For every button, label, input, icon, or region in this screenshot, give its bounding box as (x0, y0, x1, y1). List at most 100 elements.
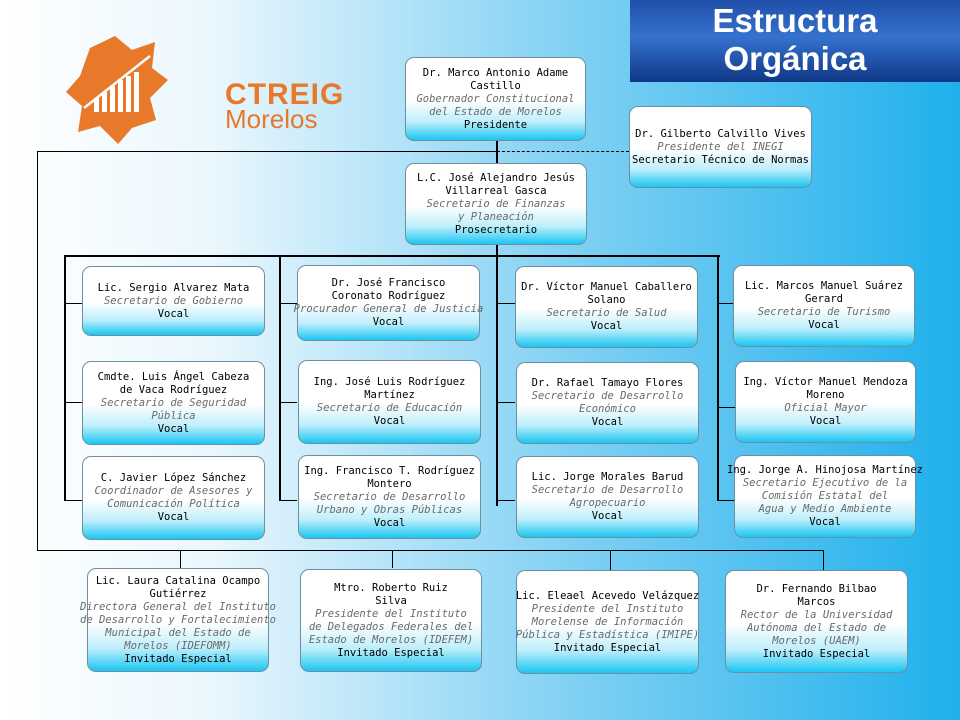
connector-line (279, 303, 297, 304)
member-role: Gobernador Constitucional (416, 92, 575, 105)
morelos-map-icon (66, 36, 168, 144)
connector-line (64, 255, 720, 257)
member-name: Martínez (364, 389, 415, 401)
member-role: Agua y Medio Ambiente (758, 503, 892, 515)
member-position: Vocal (808, 319, 840, 331)
member-role: Morelos (UAEM) (772, 634, 861, 647)
member-role: Pública y Estadística (IMIPE) (515, 628, 700, 641)
connector-line (497, 402, 515, 403)
connector-line (180, 550, 181, 568)
member-name: Lic. Sergio Alvarez Mata (97, 281, 250, 294)
connector-line (64, 500, 82, 501)
connector-line-dashed (497, 151, 629, 152)
connector-line (497, 500, 515, 501)
member-role: Urbano y Obras Públicas (316, 503, 463, 516)
member-position: Vocal (157, 511, 190, 523)
member-role: Pública (151, 409, 196, 422)
member-role: Secretario de Desarrollo (531, 484, 684, 496)
member-role: Directora General del Instituto (80, 600, 276, 613)
member-name: Gerard (805, 293, 843, 305)
member-role: del Estado de Morelos (429, 105, 562, 118)
member-name: Castillo (470, 79, 521, 92)
logo-text-ctreig: CTREIG (225, 78, 345, 111)
member-name: Dr. Víctor Manuel Caballero (521, 281, 692, 293)
connector-line (37, 151, 496, 152)
member-role: Municipal del Estado de (105, 626, 251, 639)
connector-line (37, 550, 824, 551)
member-position: Vocal (809, 415, 842, 427)
member-position: Invitado Especial (337, 646, 445, 659)
member-name: Ing. Víctor Manuel Mendoza (743, 376, 908, 388)
member-name: Dr. Fernando Bilbao (756, 582, 877, 595)
member-position: Vocal (590, 320, 623, 332)
member-position: Vocal (591, 416, 624, 428)
member-position: Secretario Técnico de Normas (632, 153, 810, 166)
connector-line (37, 151, 38, 551)
member-name: Silva (375, 594, 407, 607)
member-name: Dr. José Francisco (331, 277, 446, 289)
member-role: Comunicación Política (107, 498, 240, 510)
member-name: C. Javier López Sánchez (100, 472, 247, 484)
member-name: Cmdte. Luis Ángel Cabeza (97, 370, 250, 383)
connector-line (64, 255, 66, 501)
member-role: Presidente del INEGI (657, 140, 784, 153)
member-name: Lic. Jorge Morales Barud (531, 471, 684, 483)
connector-line (717, 303, 735, 304)
member-name: Mtro. Roberto Ruiz (334, 581, 448, 594)
member-position: Invitado Especial (762, 647, 871, 660)
connector-line (392, 550, 393, 568)
member-name: Ing. Francisco T. Rodríguez (304, 464, 475, 477)
connector-line (64, 303, 82, 304)
member-role: Morelense de Información (531, 615, 684, 628)
member-name: Dr. Marco Antonio Adame (422, 66, 569, 79)
member-role: Coordinador de Asesores y (94, 485, 253, 497)
member-role: Agropecuario (569, 497, 646, 509)
member-name: Ing. José Luis Rodríguez (313, 376, 466, 388)
member-name: de Vaca Rodríguez (119, 383, 228, 396)
member-role: Morelos (IDEFOMM) (124, 639, 232, 652)
member-role: de Delegados Federales del (308, 620, 474, 633)
member-position: Vocal (591, 510, 624, 522)
member-role: Autónoma del Estado de (746, 621, 887, 634)
member-position: Vocal (157, 422, 190, 435)
member-position: Vocal (157, 307, 190, 320)
connector-line (279, 402, 297, 403)
member-role: Presidente del Instituto (315, 607, 467, 620)
member-role: Secretario de Educación (316, 402, 463, 414)
member-name: Dr. Gilberto Calvillo Vives (635, 127, 806, 140)
member-role: Rector de la Universidad (740, 608, 893, 621)
connector-line (64, 402, 82, 403)
member-name: Gutiérrez (149, 587, 207, 600)
member-position: Vocal (372, 316, 405, 328)
member-role: Presidente del Instituto (531, 602, 684, 615)
member-name: Moreno (806, 389, 845, 401)
member-position: Prosecretario (454, 223, 538, 236)
logo-text-morelos: Morelos (225, 104, 318, 134)
title-banner: Estructura Orgánica (630, 0, 960, 82)
member-name: Lic. Marcos Manuel Suárez (744, 280, 904, 292)
member-name: Solano (587, 294, 626, 306)
member-name: Dr. Rafael Tamayo Flores (531, 377, 684, 389)
member-role: Comisión Estatal del (761, 490, 889, 502)
member-position: Vocal (809, 516, 841, 528)
member-role: Económico (579, 403, 636, 415)
member-name: Ing. Jorge A. Hinojosa Martínez (727, 464, 923, 476)
member-position: Presidente (463, 118, 528, 131)
member-role: de Desarrollo y Fortalecimiento (80, 613, 276, 626)
member-role: Oficial Mayor (784, 402, 867, 414)
